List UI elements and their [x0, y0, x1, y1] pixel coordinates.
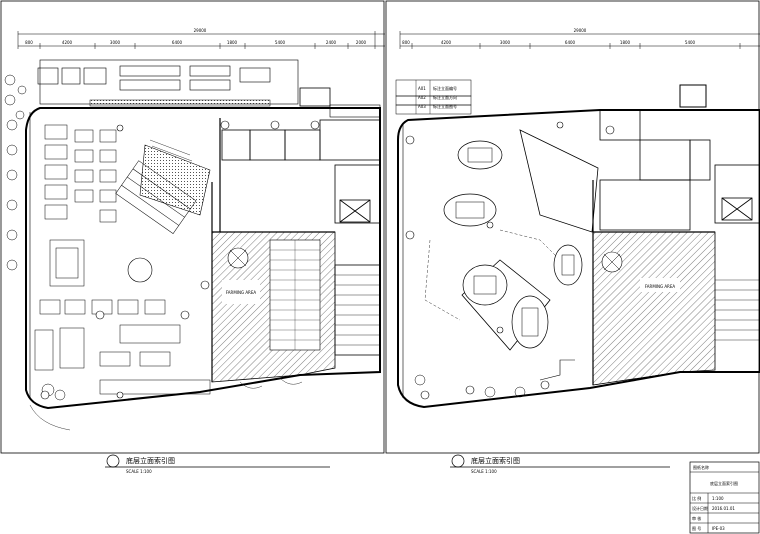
- right-service-rooms: [599, 109, 760, 231]
- title-block-value: 2016.01.01: [712, 506, 735, 511]
- legend-text: 标注立面图号: [433, 103, 457, 109]
- title-block-rows: 比 例 1:100 设计日期 2016.01.01 审 核图 号 IPE-03: [692, 495, 735, 531]
- right-dimension-segments: 800 4200 3000 6400 1800 5400: [402, 40, 695, 45]
- left-stairs: [335, 274, 380, 346]
- title-block-label: 比 例: [692, 495, 701, 501]
- dimension-label: 800: [25, 40, 33, 45]
- right-legend-table: A01 标注立面编号 A02 标注立面方向 A03 标注立面图号: [418, 85, 457, 109]
- legend-text: 标注立面编号: [433, 85, 457, 91]
- title-block-value: IPE-03: [712, 526, 725, 531]
- title-block-header: 图纸名称: [693, 464, 709, 470]
- left-index-markers: [40, 120, 320, 400]
- left-dimension-total: 29000: [194, 28, 207, 33]
- dimension-label: 1800: [620, 40, 631, 45]
- dimension-label: 4200: [441, 40, 452, 45]
- left-top-tables: [37, 65, 271, 91]
- left-stone-area: [139, 144, 211, 216]
- title-block-label: 审 核: [692, 515, 701, 521]
- left-sheet-border: [0, 0, 385, 454]
- dimension-label: 3000: [110, 40, 121, 45]
- right-stairs: [715, 279, 760, 341]
- dimension-label: 2000: [356, 40, 367, 45]
- title-block-label: 图 号: [692, 525, 701, 531]
- right-farming-label: FARMING AREA: [645, 284, 675, 289]
- dimension-label: 5400: [275, 40, 286, 45]
- title-block-label: 设计日期: [692, 505, 708, 511]
- dimension-label: 800: [402, 40, 410, 45]
- legend-text: 标注立面方向: [433, 94, 457, 100]
- dimension-label: 6400: [565, 40, 576, 45]
- dimension-label: 5400: [685, 40, 696, 45]
- left-round-tables: [4, 74, 66, 401]
- left-plan: 29000 800 4200 3000 6400 1800 5400 2400 2000: [4, 28, 385, 474]
- right-caption: 底层立面索引图: [471, 456, 520, 465]
- dimension-label: 3000: [500, 40, 511, 45]
- right-scale: SCALE 1:100: [471, 469, 497, 474]
- legend-code: A01: [418, 86, 426, 91]
- right-seating-pods: [443, 140, 583, 349]
- legend-code: A02: [418, 95, 426, 100]
- dimension-label: 2400: [326, 40, 337, 45]
- title-block: 图纸名称 底层立面索引图 比 例 1:100 设计日期 2016.01.01 审 核图 …: [689, 461, 760, 534]
- right-index-markers: [405, 121, 615, 400]
- dimension-label: 1800: [227, 40, 238, 45]
- title-block-drawing-name: 底层立面索引图: [710, 480, 738, 486]
- left-outline: [25, 107, 381, 410]
- left-dimension-segments: 800 4200 3000 6400 1800 5400 2400 2000: [25, 40, 366, 45]
- title-block-value: 1:100: [712, 496, 724, 501]
- right-outline: [397, 109, 760, 409]
- left-scale: SCALE 1:100: [126, 469, 152, 474]
- legend-code: A03: [418, 104, 426, 109]
- left-caption: 底层立面索引图: [126, 456, 175, 465]
- dimension-label: 6400: [172, 40, 183, 45]
- dimension-label: 4200: [62, 40, 73, 45]
- right-dimension-total: 29000: [574, 28, 587, 33]
- left-farming-label: FARMING AREA: [226, 290, 256, 295]
- right-sheet-border: [385, 0, 760, 454]
- left-booths: [34, 124, 211, 395]
